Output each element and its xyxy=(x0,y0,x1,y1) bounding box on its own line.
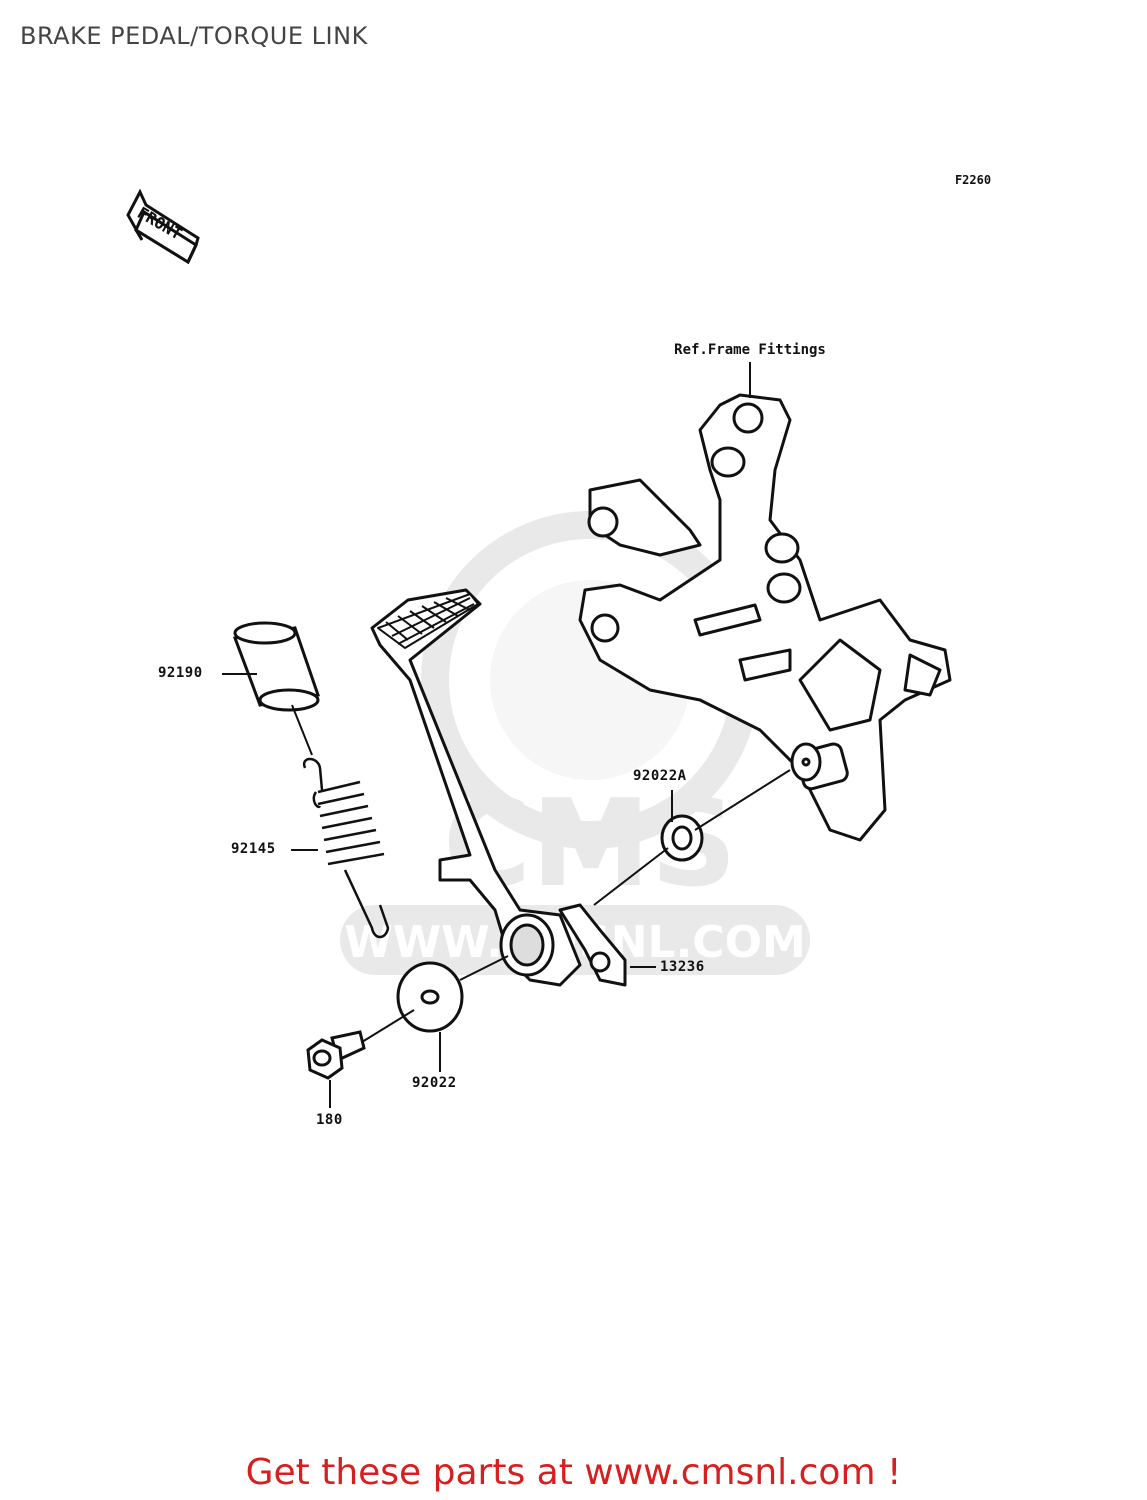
collar-92190 xyxy=(232,621,320,712)
front-arrow-icon: FRONT xyxy=(126,188,200,265)
bolt-180 xyxy=(306,1030,366,1080)
frame-bracket xyxy=(578,393,952,842)
figure-code: F2260 xyxy=(955,173,991,187)
part-label-180: 180 xyxy=(316,1112,343,1128)
spring-92145 xyxy=(302,757,390,939)
brake-pedal xyxy=(370,588,627,987)
leader-lines xyxy=(222,362,791,1108)
part-label-92145: 92145 xyxy=(231,841,276,857)
washer-92022 xyxy=(396,961,464,1033)
footer-promo: Get these parts at www.cmsnl.com ! xyxy=(245,1452,902,1493)
pedal-tread xyxy=(377,593,479,649)
washer-92022a xyxy=(660,814,704,862)
part-label-13236: 13236 xyxy=(660,959,705,975)
page-title: BRAKE PEDAL/TORQUE LINK xyxy=(20,22,368,50)
part-label-92022: 92022 xyxy=(412,1075,457,1091)
ref-frame-fittings-label: Ref.Frame Fittings xyxy=(674,342,826,358)
part-label-92190: 92190 xyxy=(158,665,203,681)
part-label-92022a: 92022A xyxy=(633,768,687,784)
